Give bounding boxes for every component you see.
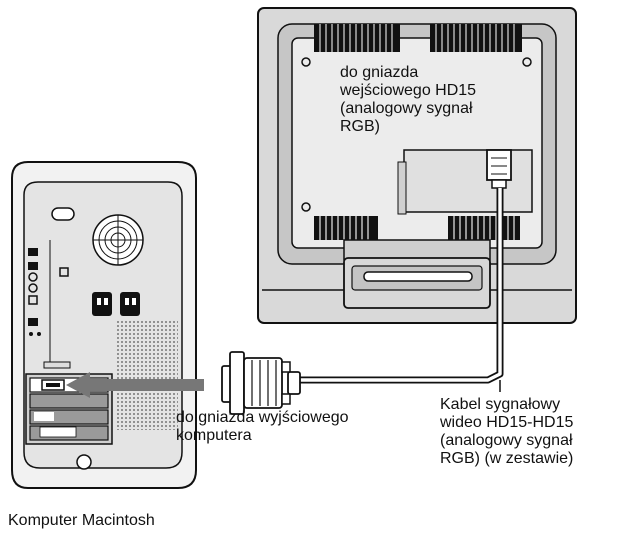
monitor-bottom-vent: [314, 216, 520, 240]
computer-video-output-port: [41, 379, 65, 391]
monitor-hd15-input-connector: [486, 149, 512, 189]
monitor-input-label: do gniazda wejściowego HD15 (analogowy s…: [340, 64, 477, 135]
cable-label: Kabel sygnałowy wideo HD15-HD15 (analogo…: [440, 396, 574, 467]
insert-direction-arrow: [66, 372, 204, 398]
fan-grill: [92, 214, 144, 266]
monitor-rear-illustration: [257, 7, 577, 324]
computer-output-label: do gniazda wyjściowego komputera: [176, 409, 349, 444]
hd15-video-cable: [298, 188, 504, 392]
cable-hd15-plug: [221, 351, 301, 415]
computer-name-label: Komputer Macintosh: [8, 512, 155, 529]
power-sockets: [92, 292, 140, 316]
monitor-stand: [262, 239, 572, 309]
macintosh-computer-illustration: [11, 161, 197, 489]
computer-port-column: [28, 240, 71, 369]
monitor-top-vent: [314, 24, 522, 52]
